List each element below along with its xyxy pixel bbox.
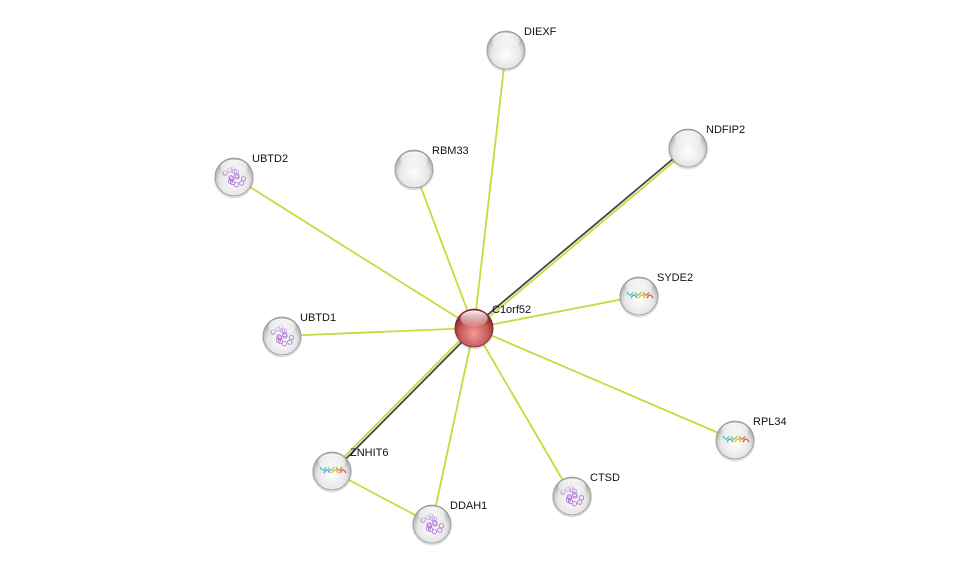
node-highlight	[625, 278, 653, 295]
edge-line-coexpression	[332, 328, 476, 473]
node-UBTD1[interactable]: UBTD1	[262, 312, 336, 358]
edge-line-textmining	[473, 295, 640, 329]
edge-line-textmining	[413, 168, 475, 329]
node-C1orf52[interactable]: C1orf52	[454, 304, 531, 350]
node-CTSD[interactable]: CTSD	[552, 472, 620, 518]
node-label: RBM33	[432, 145, 469, 157]
node-NDFIP2[interactable]: NDFIP2	[668, 124, 745, 170]
edge-C1orf52-UBTD2[interactable]	[233, 176, 475, 329]
node-label: DIEXF	[524, 26, 557, 38]
node-label: ZNHIT6	[350, 447, 389, 459]
edge-C1orf52-SYDE2[interactable]	[473, 295, 640, 329]
node-label: DDAH1	[450, 500, 487, 512]
edge-C1orf52-UBTD1[interactable]	[281, 327, 475, 337]
edge-line-textmining	[473, 49, 507, 329]
edge-C1orf52-RBM33[interactable]	[413, 168, 475, 329]
edge-line-textmining	[473, 327, 573, 497]
edge-C1orf52-RPL34[interactable]	[473, 327, 736, 441]
node-DDAH1[interactable]: DDAH1	[412, 500, 487, 546]
edge-line-coexpression	[472, 146, 688, 328]
node-label: CTSD	[590, 472, 620, 484]
node-highlight	[220, 159, 248, 176]
node-SYDE2[interactable]: SYDE2	[619, 272, 693, 318]
node-RPL34[interactable]: RPL34	[715, 416, 787, 462]
node-ZNHIT6[interactable]: ZNHIT6	[312, 447, 389, 493]
node-label: C1orf52	[492, 304, 531, 316]
edge-line-textmining	[474, 148, 690, 330]
node-highlight	[721, 422, 749, 439]
node-label: RPL34	[753, 416, 787, 428]
node-highlight	[418, 506, 446, 523]
edge-C1orf52-NDFIP2[interactable]	[472, 146, 690, 330]
edge-line-textmining	[431, 327, 475, 525]
node-label: SYDE2	[657, 272, 693, 284]
edge-line-textmining	[330, 326, 474, 471]
edge-C1orf52-DDAH1[interactable]	[431, 327, 475, 525]
edge-C1orf52-DIEXF[interactable]	[473, 49, 507, 329]
node-label: UBTD1	[300, 312, 336, 324]
node-label: UBTD2	[252, 153, 288, 165]
node-highlight	[460, 310, 488, 327]
node-UBTD2[interactable]: UBTD2	[214, 153, 288, 199]
node-highlight	[318, 453, 346, 470]
node-label: NDFIP2	[706, 124, 745, 136]
node-RBM33[interactable]: RBM33	[394, 145, 469, 191]
edge-line-textmining	[473, 327, 736, 441]
node-highlight	[400, 151, 428, 168]
node-highlight	[558, 478, 586, 495]
edge-line-textmining	[281, 327, 475, 337]
node-highlight	[268, 318, 296, 335]
node-highlight	[674, 130, 702, 147]
edge-C1orf52-CTSD[interactable]	[473, 327, 573, 497]
node-DIEXF[interactable]: DIEXF	[486, 26, 557, 72]
edge-C1orf52-ZNHIT6[interactable]	[330, 326, 476, 473]
node-highlight	[492, 32, 520, 49]
edge-line-textmining	[233, 176, 475, 329]
